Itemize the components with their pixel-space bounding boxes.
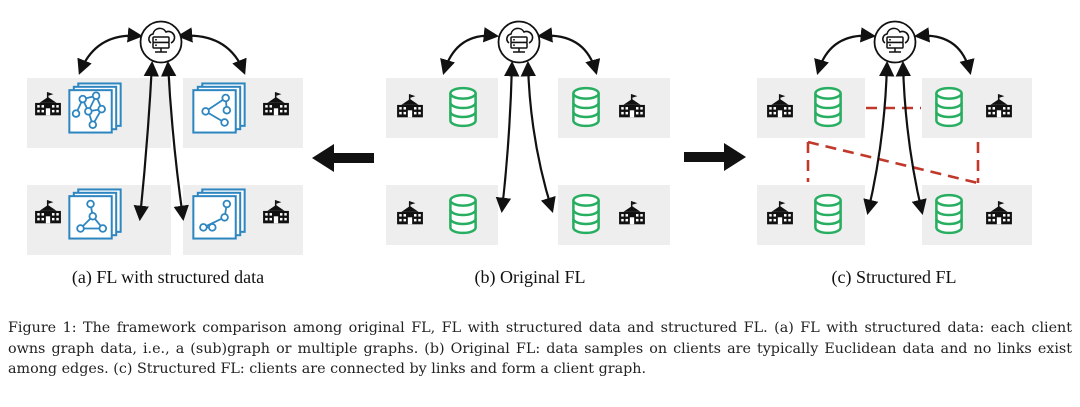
client-box xyxy=(558,78,670,138)
panel-b xyxy=(386,20,670,245)
caption-text: Figure 1: The framework comparison among… xyxy=(8,320,1072,377)
panel-c-label: (c) Structured FL xyxy=(831,267,957,287)
client-box xyxy=(386,78,498,138)
database-icon xyxy=(935,86,963,128)
client-link xyxy=(807,140,979,185)
database-icon xyxy=(572,86,600,128)
graph-stack-icon xyxy=(68,82,122,134)
client-box xyxy=(386,185,498,245)
database-icon xyxy=(935,193,963,235)
panel-c xyxy=(757,20,1032,245)
database-icon xyxy=(449,86,477,128)
panel-a-label: (a) FL with structured data xyxy=(71,267,265,287)
graph-stack-icon xyxy=(192,82,246,134)
left-arrow xyxy=(312,144,374,172)
server-client-arrows xyxy=(77,27,247,222)
panel-b-label: (b) Original FL xyxy=(474,267,586,287)
cloud-server-icon xyxy=(139,20,183,64)
client-box xyxy=(183,185,303,255)
client-box xyxy=(558,185,670,245)
framework-figure xyxy=(27,20,1032,255)
figure-caption: Figure 1: The framework comparison among… xyxy=(8,318,1072,380)
right-arrow xyxy=(684,143,746,171)
database-icon xyxy=(814,86,842,128)
server-client-arrows xyxy=(440,27,601,214)
graph-stack-icon xyxy=(68,188,122,240)
client-box xyxy=(757,185,865,245)
cloud-server-icon xyxy=(873,20,917,64)
database-icon xyxy=(572,193,600,235)
client-box xyxy=(27,185,171,255)
client-box xyxy=(183,78,303,148)
database-icon xyxy=(449,193,477,235)
client-box xyxy=(922,185,1032,245)
client-box xyxy=(922,78,1032,138)
cloud-server-icon xyxy=(497,20,541,64)
panel-a xyxy=(27,20,303,255)
graph-stack-icon xyxy=(192,188,246,240)
client-box xyxy=(757,78,865,138)
server-client-arrows xyxy=(814,27,975,215)
database-icon xyxy=(814,193,842,235)
